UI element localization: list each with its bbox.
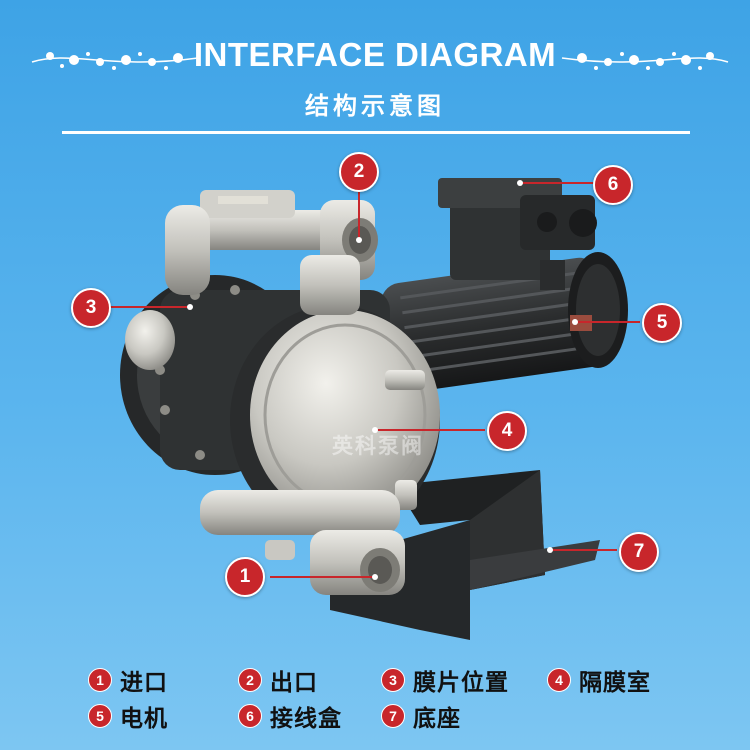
legend-item-junction-box: 6 接线盒 [238,699,342,733]
title-chinese: 结构示意图 [305,92,445,120]
front-chamber [230,305,440,535]
legend-label: 膜片位置 [413,670,509,696]
legend-label: 接线盒 [270,706,342,732]
callout-2: 2 [339,152,379,192]
legend-label: 进口 [120,670,168,696]
legend-number: 6 [238,704,262,728]
legend-item-base: 7 底座 [381,699,461,733]
legend-number: 5 [88,704,112,728]
legend-item-outlet: 2 出口 [238,663,318,697]
legend-label: 出口 [270,670,318,696]
legend-item-diaphragm: 3 膜片位置 [381,663,509,697]
legend-number: 3 [381,668,405,692]
legend-number: 4 [547,668,571,692]
legend-number: 7 [381,704,405,728]
callout-7: 7 [619,532,659,572]
legend-item-chamber: 4 隔膜室 [547,663,651,697]
title-divider [62,131,690,134]
flower-vine-icon [561,52,729,70]
callout-6: 6 [593,165,633,205]
flower-vine-icon [31,52,199,70]
outlet-manifold [165,190,378,315]
inlet-manifold [200,490,405,595]
title-english: INTERFACE DIAGRAM [193,36,557,73]
legend-item-motor: 5 电机 [88,699,168,733]
junction-box [438,178,597,290]
callout-3: 3 [71,288,111,328]
motor-body [381,252,628,393]
watermark: 英科泵阀 [332,434,424,458]
legend-item-inlet: 1 进口 [88,663,168,697]
legend-label: 电机 [120,706,168,732]
legend-label: 隔膜室 [579,670,651,696]
legend-number: 2 [238,668,262,692]
callout-5: 5 [642,303,682,343]
legend-label: 底座 [413,706,461,732]
legend-number: 1 [88,668,112,692]
callout-1: 1 [225,557,265,597]
callout-4: 4 [487,411,527,451]
